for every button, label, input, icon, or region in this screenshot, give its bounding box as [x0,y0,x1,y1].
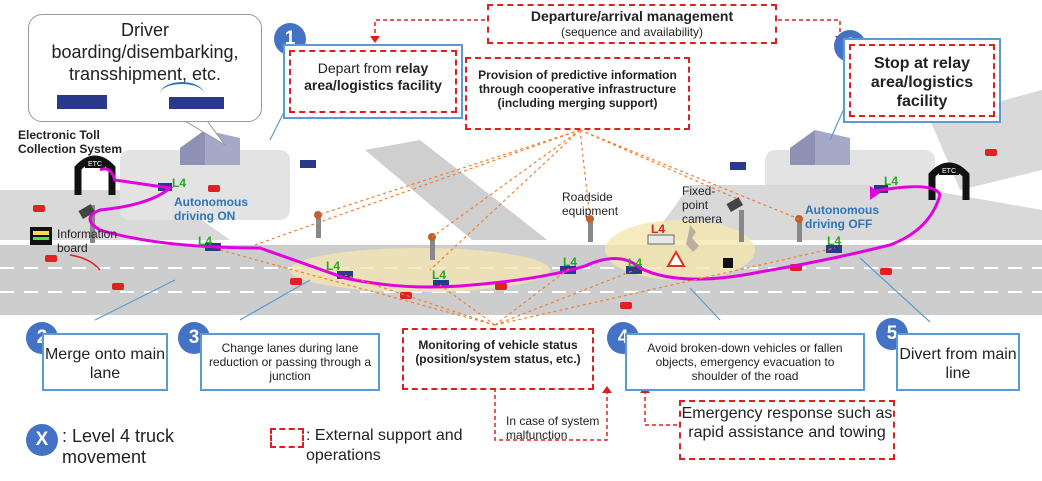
step-2-text: Merge onto main lane [44,346,166,382]
truck-icon [57,95,107,109]
arrow-icon [602,386,612,393]
step-3-box: Change lanes during lane reduction or pa… [200,333,380,391]
speech-bubble: Driver boarding/disembarking, transshipm… [28,14,262,122]
roadside-pole [586,215,594,242]
l4-tag: L4 [628,256,643,270]
warning-triangle-icon [666,249,686,267]
incident-zone [605,220,755,280]
car [620,302,632,309]
step-3-text: Change lanes during lane reduction or pa… [208,341,372,383]
step-5-text: Divert from main line [899,346,1017,382]
etc-right-label: ETC [942,168,956,175]
legend-dashed-label: : External support and operations [306,427,463,464]
fallen-object-icon [723,258,733,268]
emergency-box: Emergency response such as rapid assista… [679,400,895,460]
departure-arrival-title: Departure/arrival management [530,8,734,24]
step-6-inner: Stop at relay area/logistics facility [849,44,995,117]
l4-tag: L4 [172,176,187,190]
step-1-bold: relay area/logistics facility [304,60,442,93]
etc-gate-left: ETC [74,155,116,195]
car [45,255,57,262]
l4-tag: L4 [432,268,447,282]
transfer-arrow-icon [160,82,204,106]
l4-tag: L4 [563,255,578,269]
truck [626,266,642,274]
step-6-text: Stop at relay area/logistics facility [870,55,974,110]
monitoring-box: Monitoring of vehicle status (position/s… [402,328,594,390]
car [400,292,412,299]
fixed-point-camera-label: Fixed-point camera [682,184,723,226]
car [880,268,892,275]
highway-shoulder-bottom [0,315,1042,320]
monitoring-text: Monitoring of vehicle status (position/s… [415,338,581,366]
car [208,185,220,192]
departure-arrival-subtitle: (sequence and availability) [560,25,704,39]
malfunction-label: In case of system malfunction [506,414,600,442]
roadside-pole [314,211,322,238]
car [290,278,302,285]
step-5-box: Divert from main line [896,333,1020,391]
arrow-icon [69,254,101,271]
smoke-icon [686,225,699,252]
level4-truck-route [88,167,942,289]
legend-dashed-icon [270,428,304,448]
l4-tag: L4 [827,234,842,248]
step-1-box: Depart from relay area/logistics facilit… [283,44,463,119]
speech-bubble-text: Driver boarding/disembarking, transshipm… [51,20,239,84]
legend-badge: X [26,424,58,456]
truck [647,234,675,245]
emergency-text: Emergency response such as rapid assista… [681,405,893,441]
truck [826,245,842,253]
etc-gate-right: ETC [928,162,970,200]
route-arrow-icon [870,186,880,200]
l4-tag: L4 [651,222,666,236]
right-warehouse [790,130,850,165]
truck [433,280,449,288]
legend-l4-label: : Level 4 truck movement [62,426,175,467]
predictive-info-text: Provision of predictive information thro… [478,68,677,110]
car [985,149,997,156]
step-1-inner: Depart from relay area/logistics facilit… [289,50,457,113]
pointer-lines [94,94,931,323]
car [495,283,507,290]
l4-tag: L4 [326,259,341,273]
left-facility-pad [120,150,290,220]
highway-shoulder-top [0,240,1042,245]
etc-system-label: Electronic Toll Collection System [18,128,123,156]
truck [300,160,316,168]
step-6-box: Stop at relay area/logistics facility [843,38,1001,123]
car [112,283,124,290]
autonomous-on-label: Autonomous driving ON [174,195,248,223]
info-lines [219,129,836,326]
camera-pole [726,197,744,242]
roadside-equipment-label: Roadside equipment [562,190,619,218]
junction-road [365,140,560,255]
left-warehouse [180,130,240,165]
departure-arrival-box: Departure/arrival management (sequence a… [487,4,777,44]
step-4-box: Avoid broken-down vehicles or fallen obj… [625,333,865,391]
autonomous-off-label: Autonomous driving OFF [805,203,879,231]
arrow-icon [370,36,380,43]
l4-tag: L4 [884,174,899,188]
step-4-text: Avoid broken-down vehicles or fallen obj… [647,341,843,383]
truck [730,162,746,170]
car [33,205,45,212]
etc-left-label: ETC [88,161,102,168]
information-board [30,227,52,245]
l4-tag: L4 [198,234,213,248]
predictive-info-box: Provision of predictive information thro… [465,57,690,130]
step-1-text: Depart from [317,60,396,76]
step-2-box: Merge onto main lane [42,333,168,391]
info-board-label: Information board [57,227,118,255]
